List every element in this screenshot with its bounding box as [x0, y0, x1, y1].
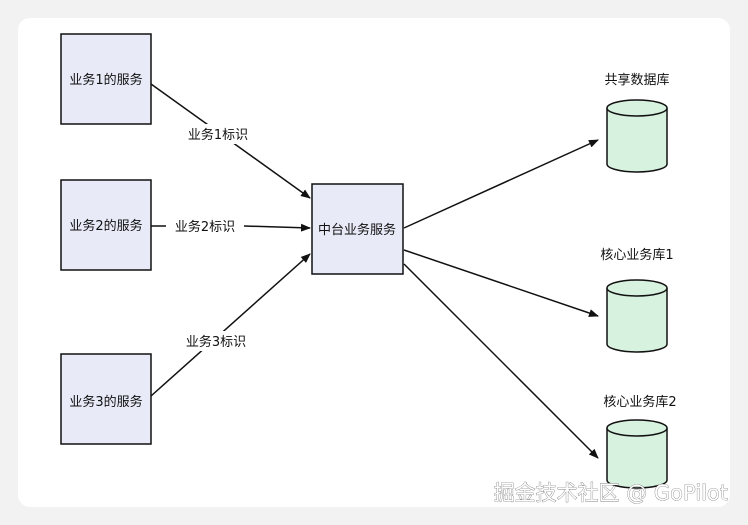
service2-label: 业务2的服务 — [69, 218, 142, 234]
watermark-text: 掘金技术社区 @ GoPilot — [494, 481, 728, 505]
service3-label: 业务3的服务 — [69, 394, 142, 410]
edge-label-id1: 业务1标识 — [188, 127, 248, 143]
edge-label-bg-3 — [180, 331, 252, 351]
edge-label-bg-1 — [182, 124, 254, 144]
core1-database-label: 核心业务库1 — [600, 247, 673, 263]
core1-database-cylinder — [606, 279, 668, 353]
middle-service-label: 中台业务服务 — [318, 222, 396, 238]
shared-database-cylinder — [606, 99, 668, 173]
service2-box: 业务2的服务 — [60, 179, 152, 271]
edge-middle-to-core1-db — [403, 249, 599, 317]
service3-box: 业务3的服务 — [60, 353, 152, 445]
edge-label-id3: 业务3标识 — [186, 334, 246, 350]
shared-database-label: 共享数据库 — [604, 72, 669, 88]
edge-service2-to-middle — [243, 223, 311, 232]
service1-label: 业务1的服务 — [69, 72, 142, 88]
core2-database-cylinder — [606, 419, 668, 489]
middle-service-box: 中台业务服务 — [311, 183, 404, 275]
edge-label-id2: 业务2标识 — [175, 219, 235, 235]
edge-middle-to-shared-db — [403, 139, 599, 229]
edge-middle-to-core2-db — [403, 263, 599, 459]
edge-service3-to-middle — [150, 253, 311, 397]
core2-database-label: 核心业务库2 — [603, 394, 676, 410]
service1-box: 业务1的服务 — [60, 33, 152, 125]
